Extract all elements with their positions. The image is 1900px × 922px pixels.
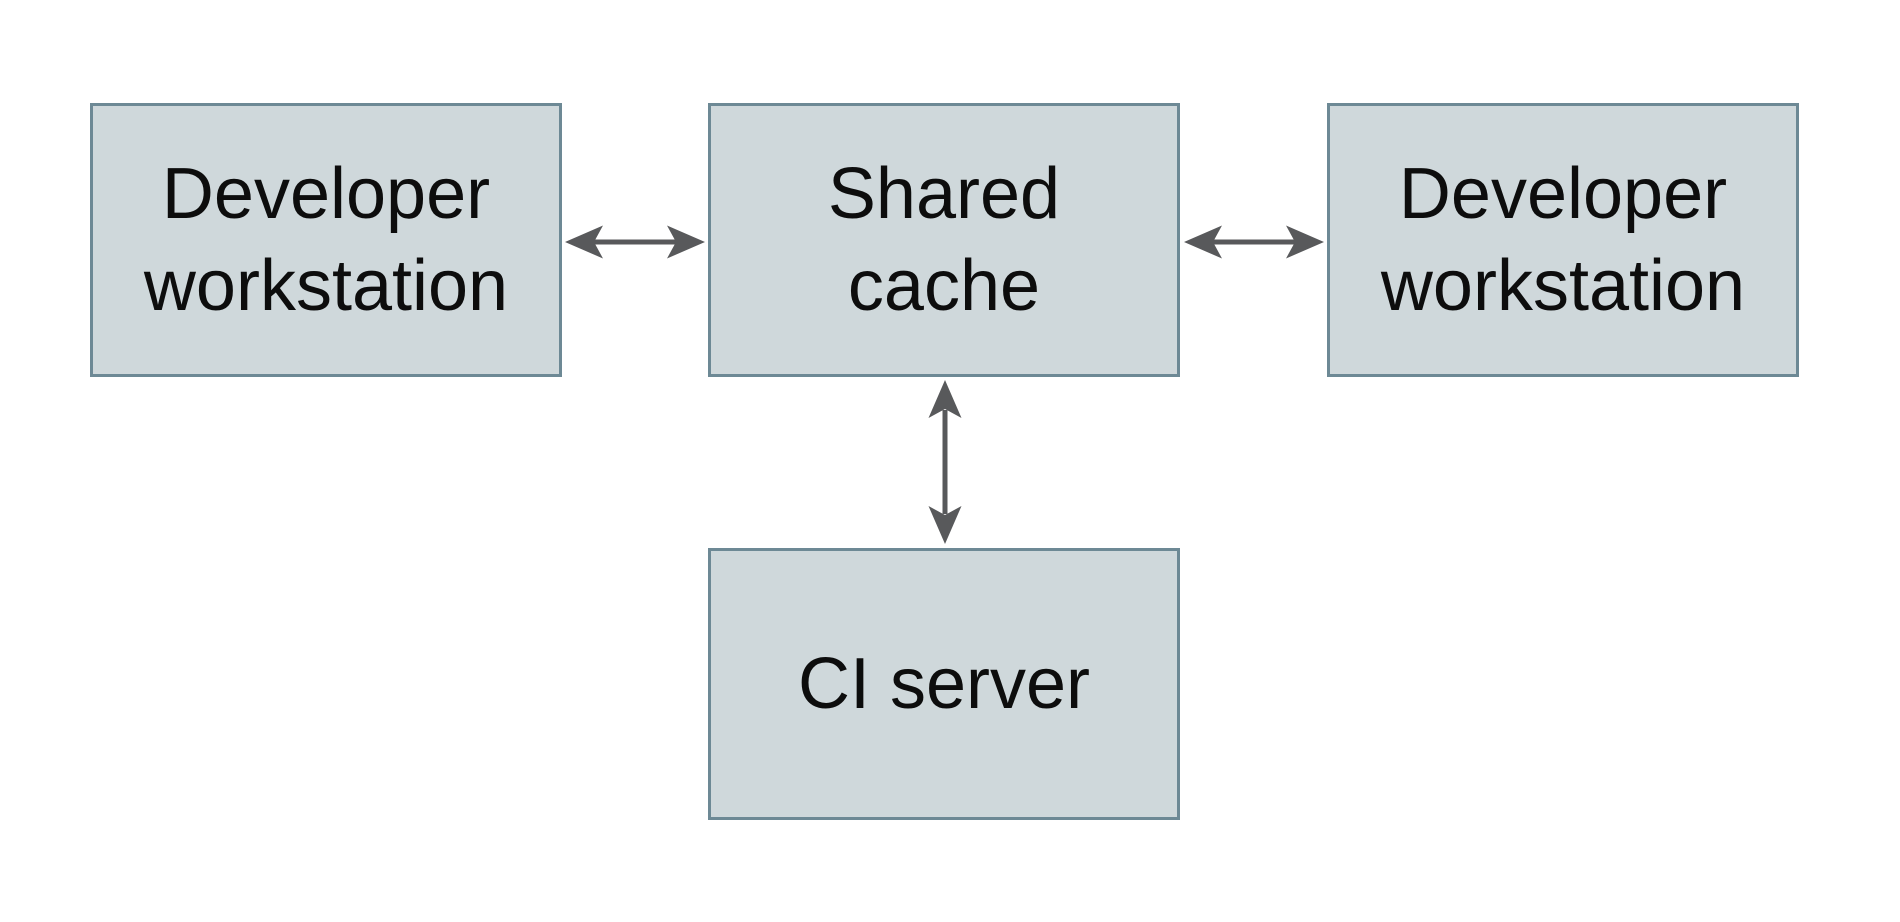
double-arrow-cache-to-workstation-right: [1184, 225, 1324, 259]
double-arrow-cache-to-ci-server: [928, 380, 962, 544]
node-ci-server-label: CI server: [797, 644, 1091, 724]
double-arrow-workstation-left-to-cache: [565, 225, 705, 259]
node-shared-cache-label: Shared cache: [827, 154, 1061, 326]
node-developer-workstation-right: Developer workstation: [1327, 103, 1799, 377]
node-developer-workstation-right-label: Developer workstation: [1380, 154, 1746, 326]
node-ci-server: CI server: [708, 548, 1180, 820]
node-shared-cache: Shared cache: [708, 103, 1180, 377]
node-developer-workstation-left-label: Developer workstation: [143, 154, 509, 326]
node-developer-workstation-left: Developer workstation: [90, 103, 562, 377]
